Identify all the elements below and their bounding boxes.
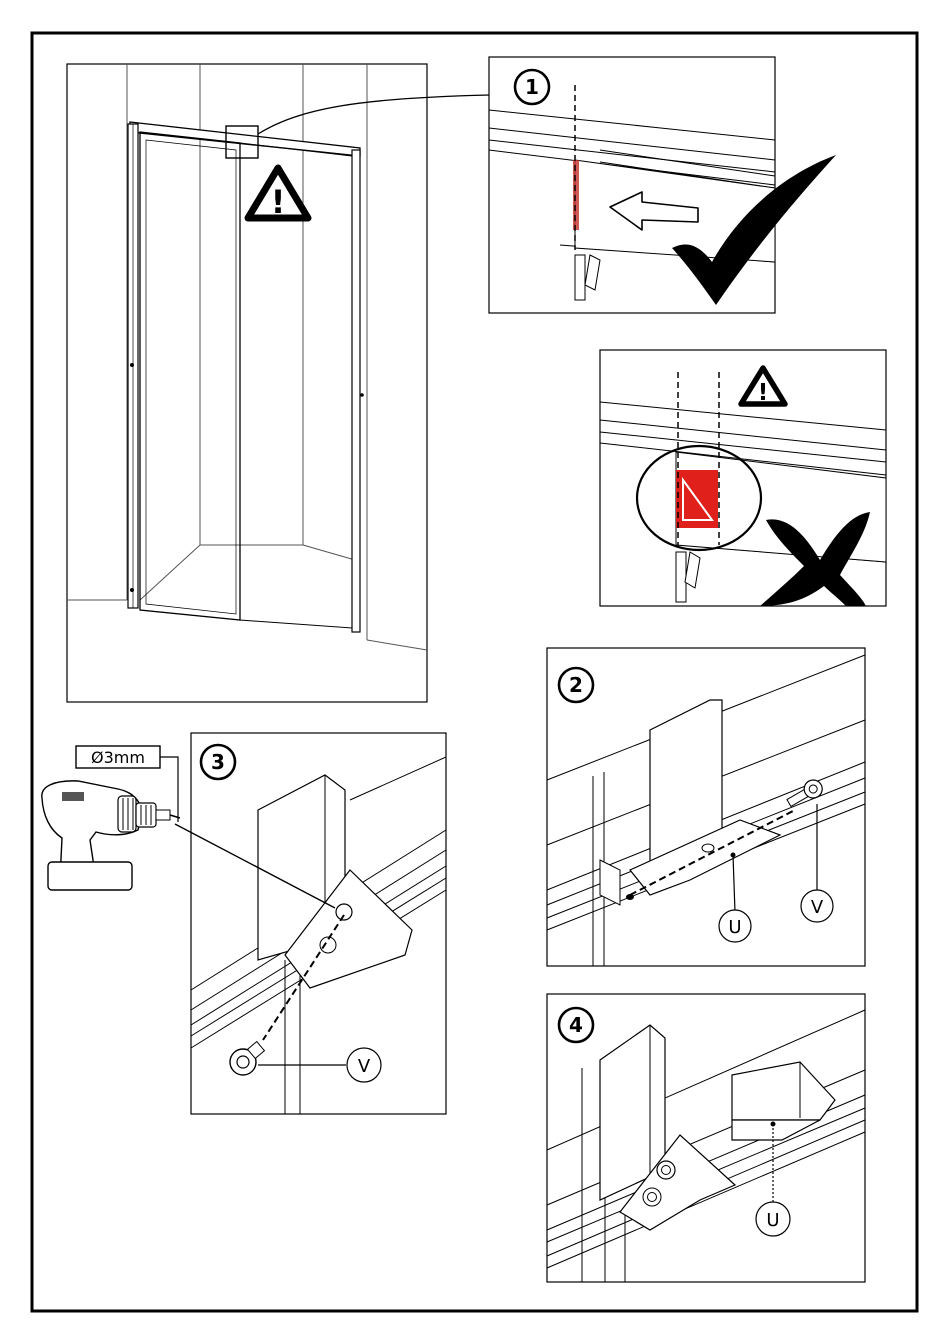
step-3-number: 3 <box>211 750 225 774</box>
step-4-panel: U 4 <box>547 994 865 1282</box>
step-2-number: 2 <box>569 673 583 697</box>
incorrect-panel: ! <box>600 350 886 606</box>
warning-mark: ! <box>271 183 286 221</box>
cordless-drill-icon <box>42 781 180 890</box>
step-1-number: 1 <box>525 75 539 99</box>
step-1-panel: 1 <box>489 57 836 313</box>
svg-text:Ø3mm: Ø3mm <box>91 748 145 767</box>
step-2-panel: U V 2 <box>547 648 865 966</box>
overview-panel: ! <box>67 64 490 702</box>
step-3-panel: V 3 <box>175 733 446 1114</box>
warning-mark: ! <box>758 380 769 406</box>
part-u-label: U <box>728 917 741 938</box>
part-v-label: V <box>358 1056 371 1077</box>
part-v-label: V <box>811 897 824 918</box>
step-4-number: 4 <box>569 1013 583 1037</box>
part-u-label: U <box>766 1210 779 1231</box>
